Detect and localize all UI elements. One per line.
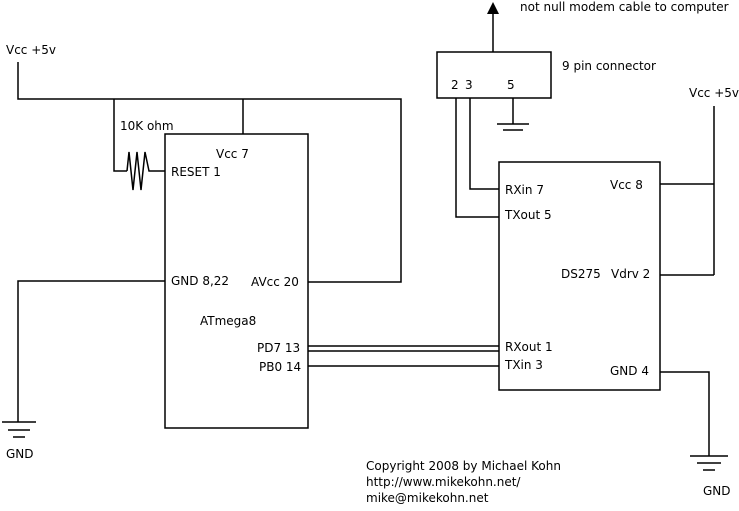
wire-pin2-txout xyxy=(455,98,499,218)
nine-pin-connector-label: 9 pin connector xyxy=(562,59,656,73)
ds275-txout-pin-label: TXout 5 xyxy=(504,208,552,222)
atmega-ground-wire xyxy=(17,280,165,422)
vcc-right-label: Vcc +5v xyxy=(689,86,739,100)
pin-5-label: 5 xyxy=(507,78,515,92)
ds275-chip-name: DS275 xyxy=(561,267,601,281)
gnd-right-label: GND xyxy=(703,484,731,498)
ds275-rxout-pin-label: RXout 1 xyxy=(505,340,553,354)
ds275-chip xyxy=(498,161,661,391)
ds275-gnd-pin-label: GND 4 xyxy=(610,364,649,378)
vcc-left-rail xyxy=(17,62,402,283)
ds275-rxin-pin-label: RXin 7 xyxy=(505,183,544,197)
website-line: http://www.mikekohn.net/ xyxy=(366,475,521,489)
ds275-ground-wire xyxy=(660,371,710,456)
wire-pin3-rxin xyxy=(469,98,499,190)
gnd-left-label: GND xyxy=(6,447,34,461)
atmega-chip-name: ATmega8 xyxy=(200,314,256,328)
email-line: mike@mikekohn.net xyxy=(366,491,489,505)
ds275-vcc-pin-label: Vcc 8 xyxy=(610,178,643,192)
vcc-left-label: Vcc +5v xyxy=(6,43,56,57)
nine-pin-connector-box xyxy=(436,51,552,99)
pin-3-label: 3 xyxy=(465,78,473,92)
not-null-modem-label: not null modem cable to computer xyxy=(520,0,729,14)
atmega8-chip xyxy=(164,133,309,429)
resistor-symbol xyxy=(126,151,165,191)
arrow-head-icon xyxy=(487,2,499,14)
atmega-gnd-pin-label: GND 8,22 xyxy=(171,274,229,288)
ds275-vdrv-pin-label: Vdrv 2 xyxy=(611,267,650,281)
resistor-supply-wire xyxy=(113,99,127,172)
atmega-avcc-pin-label: AVcc 20 xyxy=(251,275,299,289)
atmega-vcc-pin-label: Vcc 7 xyxy=(216,147,249,161)
ds275-txin-pin-label: TXin 3 xyxy=(504,358,543,372)
resistor-label: 10K ohm xyxy=(120,119,174,133)
pin-2-label: 2 xyxy=(451,78,459,92)
copyright-line: Copyright 2008 by Michael Kohn xyxy=(366,459,561,473)
atmega-pb0-pin-label: PB0 14 xyxy=(259,360,301,374)
atmega-reset-pin-label: RESET 1 xyxy=(171,165,221,179)
atmega-pd7-pin-label: PD7 13 xyxy=(257,341,300,355)
